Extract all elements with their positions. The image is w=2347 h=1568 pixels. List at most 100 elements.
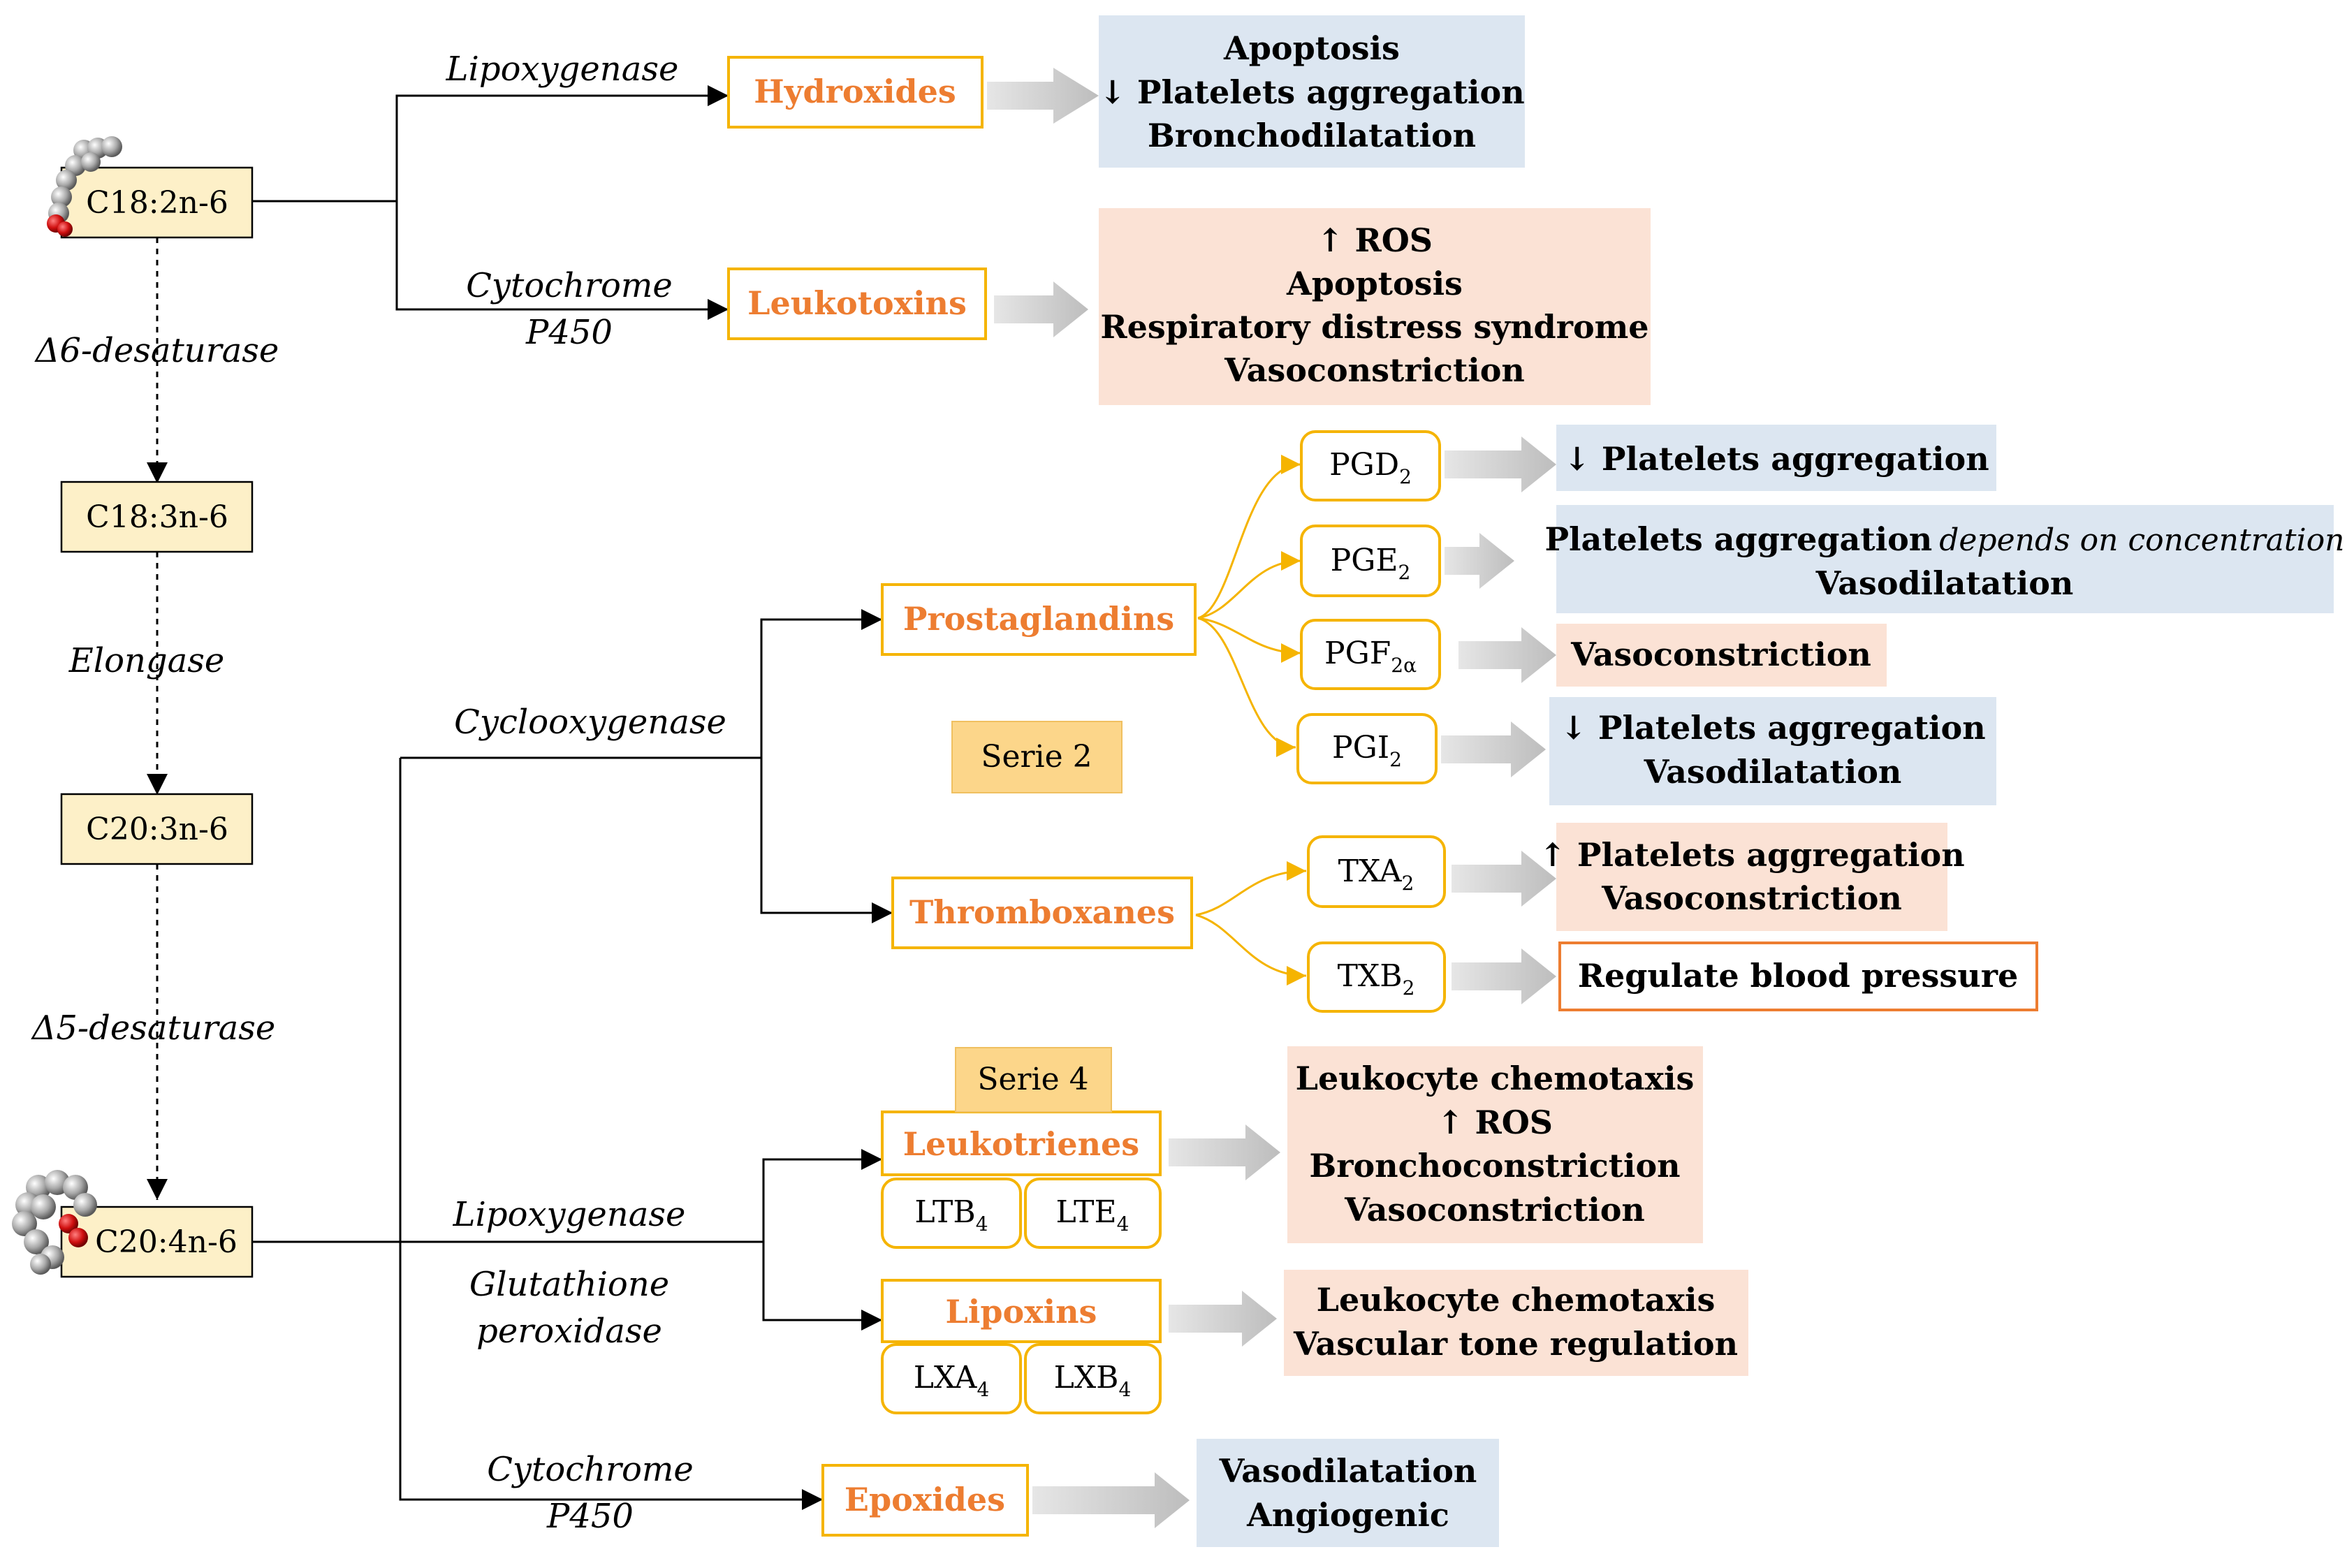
precursor-box-c20-4 — [60, 1206, 254, 1278]
effect-box-leukotoxins — [1099, 208, 1651, 405]
metabolite-box-lipoxins — [881, 1279, 1162, 1343]
effect-leukotrienes-line3: Bronchoconstriction — [1309, 1147, 1680, 1185]
connector-lines — [147, 85, 893, 1510]
effect-pge2-line2: Vasodilatation — [1815, 564, 2074, 602]
effect-txa2-line2: Vasoconstriction — [1601, 879, 1902, 917]
grey-arrow-leukotoxins — [994, 281, 1088, 337]
effect-txb2-line1: Regulate blood pressure — [1578, 957, 2019, 995]
metabolite-leukotoxins: Leukotoxins — [747, 284, 967, 322]
precursor-labels: C18:2n-6 C18:3n-6 C20:3n-6 C20:4n-6 — [86, 185, 237, 1260]
enzyme-labels: Δ6-desaturase Elongase Δ5-desaturase Lip… — [31, 50, 726, 1536]
grey-arrow-txa2 — [1452, 851, 1556, 907]
connector-to-prostaglandins — [760, 609, 882, 758]
metabolite-labels: Hydroxides Leukotoxins Prostaglandins Th… — [747, 73, 1175, 1518]
effect-lipoxins-line1: Leukocyte chemotaxis — [1317, 1281, 1716, 1319]
precursor-c18-2: C18:2n-6 — [86, 185, 228, 221]
arrow-to-pge2 — [1197, 551, 1301, 620]
arrow-to-pgf2a — [1197, 617, 1301, 663]
effect-hydroxides-line1: Apoptosis — [1223, 29, 1400, 67]
subtype-box-ltb4 — [881, 1178, 1022, 1249]
enzyme-d5-desaturase: Δ5-desaturase — [31, 1009, 276, 1048]
metabolite-leukotrienes: Leukotrienes — [903, 1125, 1139, 1163]
effect-box-epoxides — [1197, 1439, 1499, 1547]
grey-effect-arrows — [987, 68, 1556, 1528]
subtype-box-pge2 — [1300, 525, 1441, 597]
subtype-ltb4: LTB4 — [914, 1194, 988, 1236]
connector-lipoxygenase-bottom — [762, 1149, 882, 1242]
connector-cytochrome-top — [395, 201, 729, 320]
metabolite-box-prostaglandins — [881, 583, 1197, 656]
grey-arrow-txb2 — [1452, 948, 1556, 1004]
grey-arrow-epoxides — [1032, 1472, 1190, 1528]
grey-arrow-pgd2 — [1445, 437, 1556, 492]
metabolite-epoxides: Epoxides — [845, 1481, 1005, 1518]
serie-boxes — [951, 721, 1123, 1113]
subtype-box-txa2 — [1307, 835, 1446, 908]
yellow-branch-arrows — [1195, 455, 1307, 986]
grey-arrow-pgi2 — [1441, 721, 1546, 777]
metabolite-prostaglandins: Prostaglandins — [903, 600, 1174, 638]
subtype-box-txb2 — [1307, 941, 1446, 1013]
precursor-boxes — [60, 166, 254, 1278]
metabolite-box-hydroxides — [727, 56, 984, 129]
effect-epoxides-line2: Angiogenic — [1246, 1496, 1449, 1534]
serie-4-label: Serie 4 — [977, 1062, 1088, 1097]
enzyme-d6-desaturase: Δ6-desaturase — [34, 331, 279, 370]
effect-txa2-line1: ↑ Platelets aggregation — [1539, 836, 1964, 874]
effect-leukotrienes-line2: ↑ ROS — [1437, 1104, 1553, 1141]
effect-box-pgf2a — [1556, 624, 1887, 687]
effect-box-hydroxides — [1099, 15, 1525, 168]
effect-pgi2-line1: ↓ Platelets aggregation — [1560, 709, 1985, 747]
effect-hydroxides-line3: Bronchodilatation — [1148, 117, 1476, 154]
subtype-pgi2: PGI2 — [1332, 730, 1402, 771]
effect-leukotoxins-line2: Apoptosis — [1286, 265, 1463, 302]
metabolite-thromboxanes: Thromboxanes — [909, 893, 1175, 931]
subtype-box-pgf2a — [1300, 619, 1441, 690]
serie-2-label: Serie 2 — [981, 739, 1092, 775]
metabolite-boxes — [727, 56, 1197, 1537]
subtype-lxa4: LXA4 — [914, 1360, 990, 1401]
subtype-lte4: LTE4 — [1056, 1194, 1129, 1236]
subtype-box-lte4 — [1024, 1178, 1162, 1249]
effect-box-pgd2 — [1556, 425, 1996, 491]
precursor-c20-4: C20:4n-6 — [95, 1224, 237, 1260]
metabolite-box-leukotoxins — [727, 268, 987, 340]
serie-4-box — [955, 1047, 1112, 1113]
arrow-to-pgi2 — [1197, 617, 1296, 757]
effect-texts: Apoptosis ↓ Platelets aggregation Bronch… — [1099, 29, 2344, 1534]
subtype-labels: PGD2 PGE2 PGF2α PGI2 TXA2 TXB2 LTB4 LTE4… — [914, 447, 1417, 1401]
effect-box-txa2 — [1556, 823, 1947, 931]
subtype-box-pgd2 — [1300, 430, 1441, 501]
subtype-pgf2a: PGF2α — [1324, 636, 1417, 677]
grey-arrow-lipoxins — [1169, 1291, 1277, 1347]
effect-hydroxides-line2: ↓ Platelets aggregation — [1099, 73, 1524, 111]
enzyme-cyclooxygenase: Cyclooxygenase — [454, 703, 726, 742]
enzyme-lipoxygenase-top: Lipoxygenase — [446, 50, 679, 89]
effect-box-lipoxins — [1284, 1270, 1748, 1376]
precursor-c18-3: C18:3n-6 — [86, 499, 228, 535]
enzyme-cytochrome-top-line1: Cytochrome — [466, 266, 673, 305]
arrow-to-txb2 — [1195, 914, 1307, 986]
effect-box-leukotrienes — [1287, 1046, 1703, 1243]
precursor-box-c20-3 — [60, 793, 254, 865]
effect-box-txb2 — [1558, 941, 2038, 1011]
serie-labels: Serie 2 Serie 4 — [977, 739, 1092, 1097]
effect-epoxides-line1: Vasodilatation — [1219, 1452, 1477, 1490]
effect-box-pgi2 — [1549, 697, 1996, 805]
enzyme-glutathione-line2: peroxidase — [476, 1312, 662, 1351]
subtype-boxes — [881, 430, 1446, 1414]
effect-leukotrienes-line1: Leukocyte chemotaxis — [1296, 1060, 1695, 1097]
grey-arrow-pge2 — [1445, 533, 1514, 589]
effect-pgf2a-line1: Vasoconstriction — [1570, 636, 1871, 673]
serie-2-box — [951, 721, 1123, 793]
subtype-box-pgi2 — [1296, 713, 1438, 784]
enzyme-lipoxygenase-bottom: Lipoxygenase — [453, 1195, 686, 1234]
subtype-pge2: PGE2 — [1331, 543, 1411, 584]
grey-arrow-hydroxides — [987, 68, 1099, 124]
enzyme-elongase: Elongase — [68, 641, 225, 680]
subtype-lxb4: LXB4 — [1054, 1360, 1132, 1401]
effect-pgi2-line2: Vasodilatation — [1644, 753, 1902, 791]
arrow-to-pgd2 — [1197, 455, 1301, 620]
